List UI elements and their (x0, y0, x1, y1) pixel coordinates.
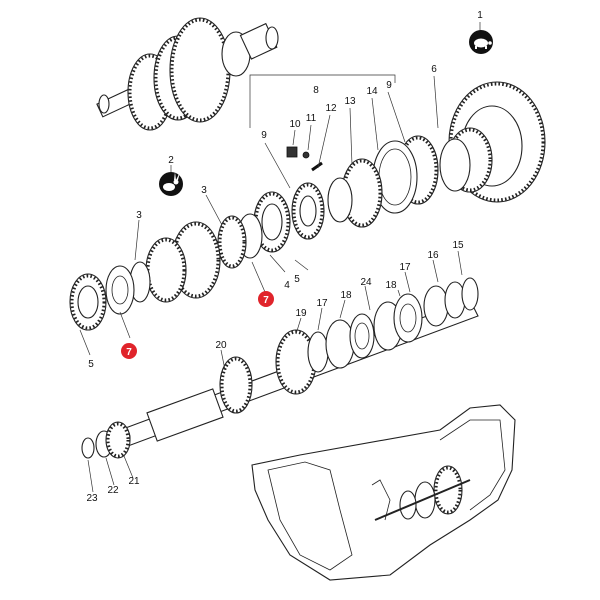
shaft-end-parts (81, 421, 131, 459)
leader-lines (79, 22, 481, 493)
callout-21: 21 (128, 476, 140, 487)
callout-11: 11 (306, 113, 317, 124)
callout-16: 16 (427, 250, 439, 261)
callout-8: 8 (313, 85, 319, 96)
callout-18-b: 18 (340, 290, 352, 301)
callout-9-b: 9 (386, 80, 392, 91)
highlight-marker-7a: 7 (258, 291, 274, 307)
callout-19: 19 (295, 308, 307, 319)
rabbit-icon (159, 172, 183, 196)
transmission-housing (251, 404, 516, 581)
callout-5-a: 5 (294, 274, 300, 285)
callout-14: 14 (366, 86, 378, 97)
callout-22: 22 (107, 485, 119, 496)
callout-24: 24 (360, 277, 372, 288)
main-shaft (117, 277, 479, 448)
synchro-assembly (286, 135, 439, 240)
callout-12: 12 (325, 103, 337, 114)
highlight-marker-7b: 7 (121, 343, 137, 359)
callout-3-a: 3 (201, 185, 207, 196)
part-1-large-gear (439, 81, 546, 203)
assembled-gear-cluster (96, 17, 279, 131)
callout-13: 13 (344, 96, 356, 107)
callout-10: 10 (289, 119, 301, 130)
callout-2: 2 (168, 155, 174, 166)
callout-1: 1 (477, 10, 483, 21)
callout-20: 20 (215, 340, 227, 351)
callout-3-b: 3 (136, 210, 142, 221)
callout-5-b: 5 (88, 359, 94, 370)
middle-gear-group (69, 191, 291, 331)
callout-6: 6 (431, 64, 437, 75)
callout-17-b: 17 (316, 298, 328, 309)
callout-4: 4 (284, 280, 290, 291)
callout-7-b: 7 (126, 347, 132, 358)
callout-23: 23 (86, 493, 98, 504)
callout-18-a: 18 (385, 280, 397, 291)
turtle-icon (469, 30, 493, 54)
callout-17-a: 17 (399, 262, 411, 273)
callout-9-a: 9 (261, 130, 267, 141)
callout-15: 15 (452, 240, 464, 251)
callout-7-a: 7 (263, 295, 269, 306)
